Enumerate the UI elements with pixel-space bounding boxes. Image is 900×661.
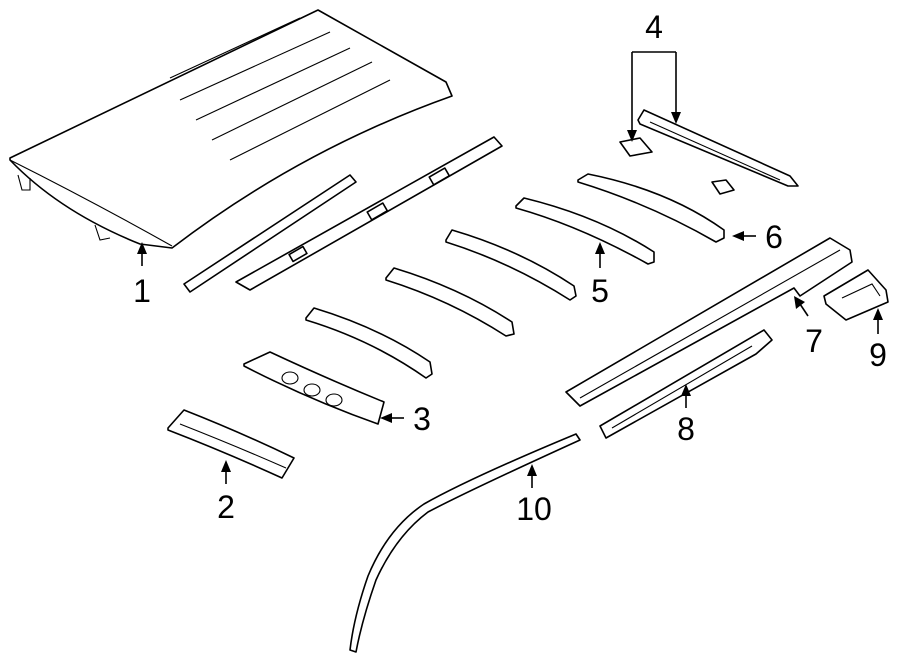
callout-5: 5	[591, 273, 609, 309]
callout-3: 3	[413, 401, 431, 437]
callout-9: 9	[869, 337, 887, 373]
roof-bracket	[823, 269, 889, 321]
callout-1: 1	[133, 273, 151, 309]
rear-roof-bow	[577, 173, 725, 243]
roof-bow-c	[445, 229, 577, 301]
roof-panel	[9, 9, 453, 249]
callout-10: 10	[516, 491, 552, 527]
roof-bow-a	[305, 307, 433, 379]
callout-2: 2	[217, 489, 235, 525]
front-header	[167, 409, 295, 479]
callout-8: 8	[677, 411, 695, 447]
callout-7: 7	[805, 323, 823, 359]
right-roof-side-rail	[565, 237, 853, 407]
roof-reinforcement	[619, 109, 799, 195]
roof-bow-b	[385, 267, 515, 337]
front-roof-bow	[243, 351, 385, 425]
callout-4: 4	[645, 9, 663, 45]
roof-bow-5	[515, 197, 655, 265]
callout-arrows	[137, 51, 883, 488]
roof-molding	[349, 433, 581, 653]
callout-6: 6	[765, 219, 783, 255]
roof-side-rail-left	[183, 136, 503, 293]
